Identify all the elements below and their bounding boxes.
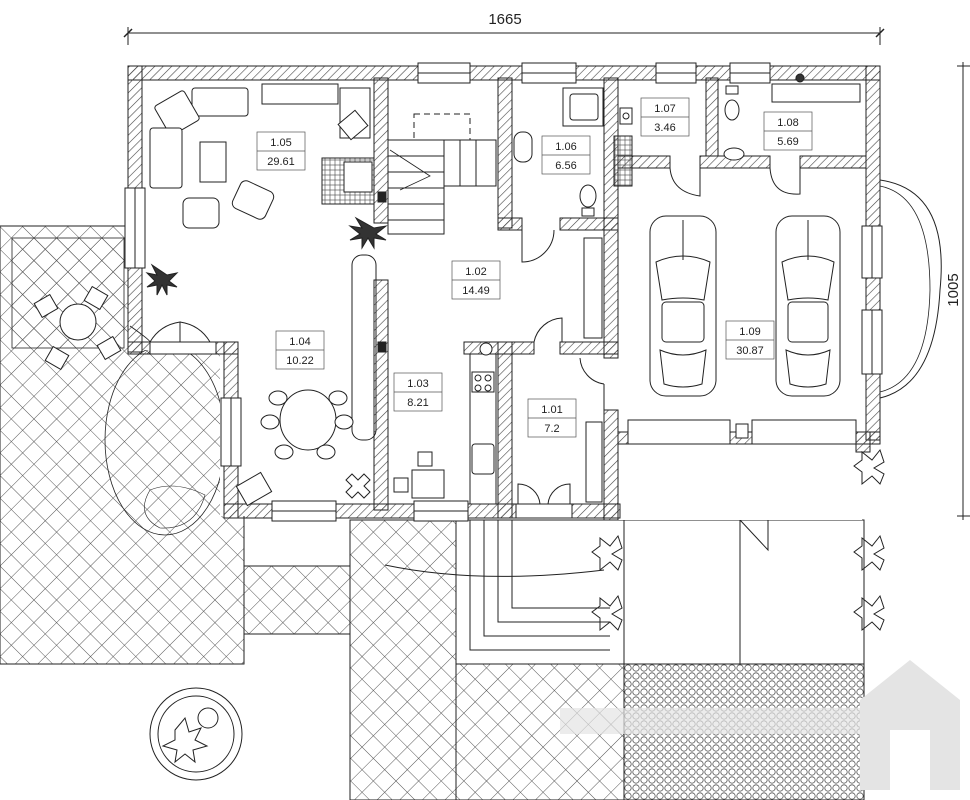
room-number: 1.09 (739, 326, 760, 338)
garden-table (33, 285, 122, 371)
room-label-1-01: 1.01 7.2 (527, 398, 577, 438)
room-labels: 1.01 7.2 1.02 14.49 1.03 8.21 1.04 10.22 1.05 29.… (256, 97, 813, 438)
room-area: 7.2 (544, 423, 559, 435)
wc-fixtures (619, 73, 861, 161)
bathroom-fixtures (513, 87, 633, 217)
room-label-1-09: 1.09 30.87 (725, 320, 775, 360)
driveway (623, 519, 865, 665)
room-area: 5.69 (777, 136, 798, 148)
room-area: 8.21 (407, 397, 428, 409)
room-number: 1.05 (270, 137, 291, 149)
living-furniture (149, 83, 375, 229)
shrub-icon (591, 448, 885, 632)
watermark-logo (560, 660, 960, 790)
room-label-1-06: 1.06 6.56 (541, 135, 591, 175)
kitchen-counter (393, 342, 497, 505)
car-left (649, 215, 717, 397)
room-number: 1.03 (407, 378, 428, 390)
staircase (351, 113, 497, 441)
room-number: 1.08 (777, 117, 798, 129)
room-label-1-03: 1.03 8.21 (393, 372, 443, 412)
bay-window (879, 179, 942, 399)
room-area: 29.61 (267, 156, 295, 168)
room-number: 1.07 (654, 103, 675, 115)
garage-door (627, 419, 857, 445)
room-number: 1.01 (541, 404, 562, 416)
room-area: 3.46 (654, 122, 675, 134)
room-label-1-02: 1.02 14.49 (451, 260, 501, 300)
room-label-1-08: 1.08 5.69 (763, 111, 813, 151)
windows (124, 62, 883, 522)
room-label-1-07: 1.07 3.46 (640, 97, 690, 137)
room-area: 6.56 (555, 160, 576, 172)
room-area: 14.49 (462, 285, 490, 297)
width-dimension-label: 1665 (488, 11, 521, 28)
plant-icon (145, 216, 388, 499)
room-area: 30.87 (736, 345, 764, 357)
dining-table (149, 321, 354, 507)
garden-planter (149, 687, 243, 781)
paving-strip (243, 565, 351, 635)
dimension-top: 1665 (123, 11, 885, 45)
cabinets (377, 191, 603, 503)
car-right (775, 215, 841, 397)
dimension-right: 1005 (945, 62, 970, 520)
room-number: 1.02 (465, 266, 486, 278)
room-label-1-04: 1.04 10.22 (275, 330, 325, 370)
room-area: 10.22 (286, 355, 314, 367)
depth-dimension-label: 1005 (945, 273, 962, 306)
room-number: 1.06 (555, 141, 576, 153)
room-label-1-05: 1.05 29.61 (256, 131, 306, 171)
paving-front (349, 519, 457, 800)
room-number: 1.04 (289, 336, 310, 348)
entry-steps (455, 519, 625, 665)
doors (129, 167, 801, 519)
entry-path-curve (384, 564, 605, 577)
